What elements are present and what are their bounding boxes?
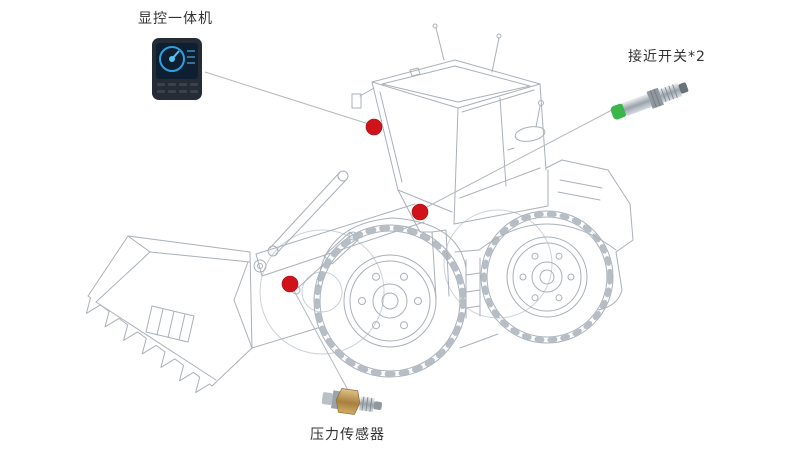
bucket bbox=[85, 235, 253, 394]
marker-layer bbox=[281, 118, 429, 293]
leader-proximity-switch bbox=[422, 109, 613, 210]
pressure-sensor-image bbox=[321, 388, 383, 415]
leader-display-unit bbox=[204, 71, 373, 126]
mount-point-marker bbox=[411, 203, 429, 221]
display-unit-image bbox=[152, 38, 202, 100]
gauge-icon bbox=[159, 46, 185, 72]
cab bbox=[351, 23, 547, 225]
proximity-switch-label: 接近开关*2 bbox=[628, 49, 706, 65]
proximity-switch-image bbox=[610, 82, 689, 120]
loader-illustration bbox=[85, 23, 634, 394]
leader-lines bbox=[204, 71, 613, 393]
leader-pressure-sensor bbox=[291, 286, 350, 393]
mount-point-marker bbox=[281, 275, 299, 293]
rear-wheel bbox=[480, 210, 614, 344]
display-unit-label: 显控一体机 bbox=[138, 11, 213, 27]
mount-point-marker bbox=[365, 118, 383, 136]
front-wheel bbox=[313, 224, 467, 378]
chassis bbox=[251, 159, 634, 349]
pressure-sensor-label: 压力传感器 bbox=[310, 427, 385, 443]
